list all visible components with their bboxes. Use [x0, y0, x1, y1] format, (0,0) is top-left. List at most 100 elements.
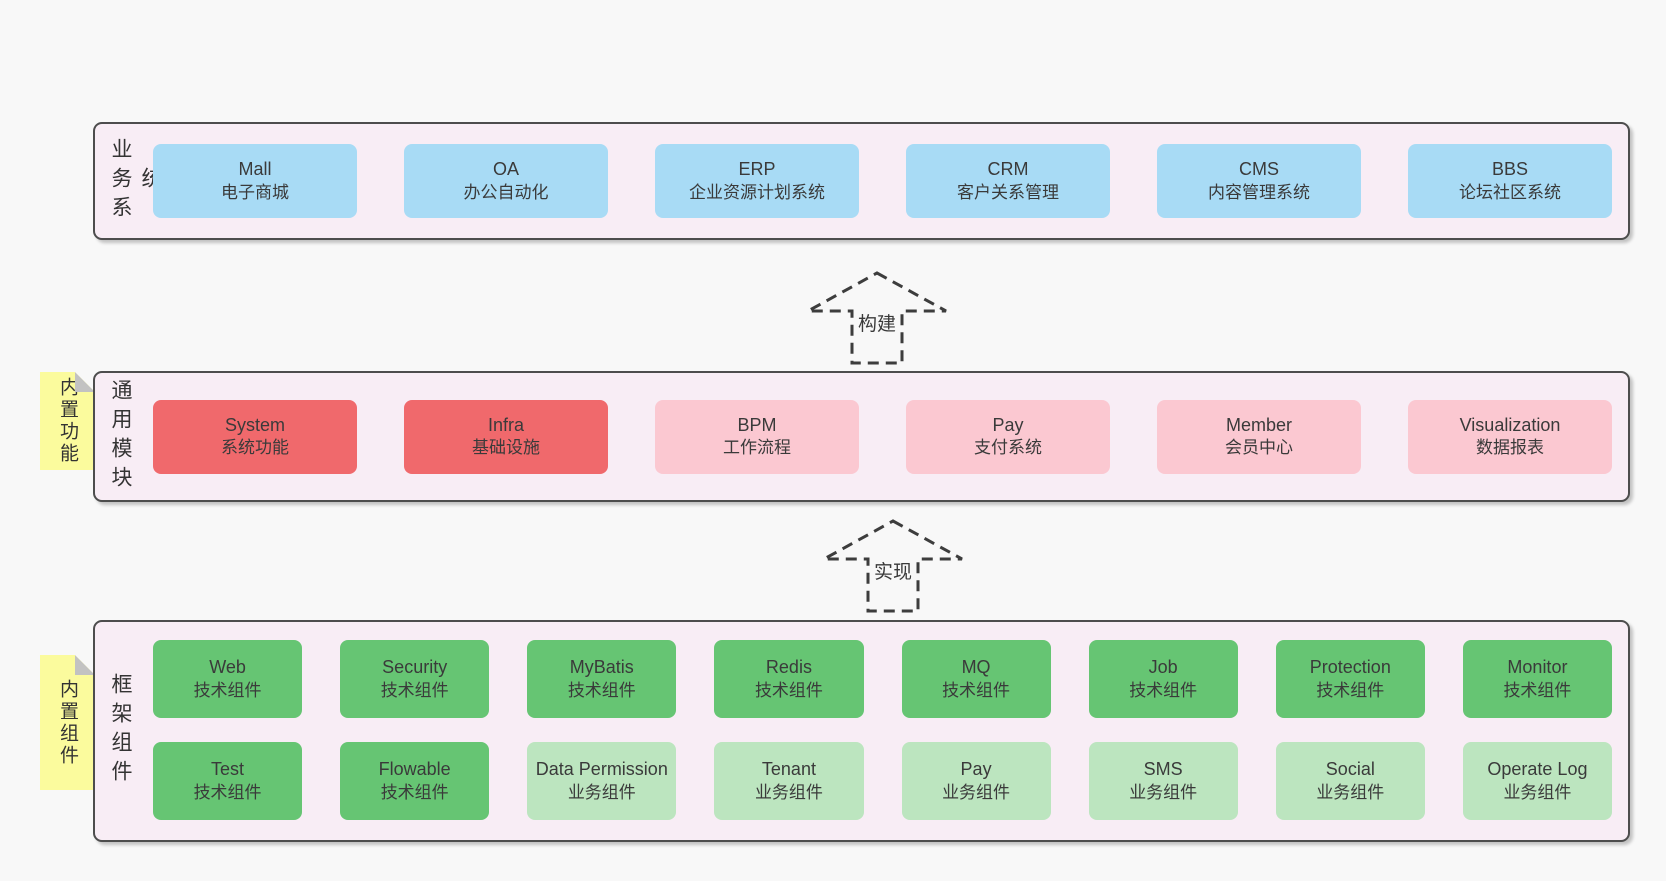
box-subtitle: 技术组件: [1129, 680, 1198, 700]
box-data-permission: Data Permission 业务组件: [527, 742, 677, 820]
box-subtitle: 数据报表: [1476, 438, 1544, 458]
box-subtitle: 业务组件: [1129, 782, 1198, 802]
folded-corner-icon: [75, 655, 95, 675]
business-systems-layer: 业务系统 Mall 电子商城 OA 办公自动化 ERP 企业资源计划系统 CRM…: [93, 122, 1630, 240]
box-pay-component: Pay 业务组件: [901, 742, 1051, 820]
box-title: Pay: [992, 414, 1024, 435]
box-title: Flowable: [378, 759, 451, 780]
box-member: Member 会员中心: [1157, 399, 1361, 474]
components-row-biz: Test 技术组件 Flowable 技术组件 Data Permission …: [153, 742, 1612, 820]
box-subtitle: 工作流程: [723, 438, 791, 458]
box-subtitle: 系统功能: [221, 438, 289, 458]
box-tenant: Tenant 业务组件: [714, 742, 864, 820]
up-arrow-icon: [823, 519, 963, 613]
sticky-note-builtin-features: 内置功能: [40, 372, 95, 470]
layer-label: 业务系统: [109, 137, 162, 225]
box-subtitle: 技术组件: [193, 680, 262, 700]
box-title: Protection: [1309, 657, 1391, 678]
box-security: Security 技术组件: [340, 640, 490, 718]
layer-label: 通用模块: [109, 378, 132, 495]
box-redis: Redis 技术组件: [714, 640, 864, 718]
box-title: Mall: [238, 159, 272, 180]
box-subtitle: 论坛社区系统: [1459, 182, 1561, 202]
folded-corner-icon: [75, 372, 95, 392]
box-crm: CRM 客户关系管理: [906, 144, 1110, 218]
box-title: ERP: [738, 159, 776, 180]
box-subtitle: 业务组件: [1503, 782, 1572, 802]
box-title: System: [224, 414, 285, 435]
box-title: Test: [211, 759, 245, 780]
box-oa: OA 办公自动化: [404, 144, 608, 218]
common-modules-layer: 通用模块 System 系统功能 Infra 基础设施 BPM 工作流程 Pay…: [93, 371, 1630, 502]
box-subtitle: 办公自动化: [463, 182, 549, 202]
implement-arrow: 实现: [820, 518, 966, 614]
box-title: Infra: [487, 414, 525, 435]
box-title: Social: [1325, 759, 1375, 780]
box-title: Member: [1225, 414, 1292, 435]
business-systems-boxes: Mall 电子商城 OA 办公自动化 ERP 企业资源计划系统 CRM 客户关系…: [141, 124, 1628, 238]
box-title: SMS: [1143, 759, 1183, 780]
box-cms: CMS 内容管理系统: [1157, 144, 1361, 218]
box-title: Web: [209, 657, 246, 678]
box-monitor: Monitor 技术组件: [1462, 640, 1612, 718]
box-title: Security: [382, 657, 448, 678]
box-subtitle: 业务组件: [942, 782, 1011, 802]
box-title: Visualization: [1459, 414, 1561, 435]
box-subtitle: 企业资源计划系统: [689, 182, 825, 202]
note-label: 内置功能: [57, 377, 78, 465]
box-subtitle: 技术组件: [380, 782, 449, 802]
box-subtitle: 业务组件: [567, 782, 636, 802]
box-title: Operate Log: [1487, 759, 1588, 780]
components-row-tech: Web 技术组件 Security 技术组件 MyBatis 技术组件 Redi…: [153, 640, 1612, 718]
box-bpm: BPM 工作流程: [655, 399, 859, 474]
box-title: Monitor: [1507, 657, 1568, 678]
box-subtitle: 技术组件: [942, 680, 1011, 700]
build-arrow: 构建: [804, 270, 950, 366]
box-title: Job: [1148, 657, 1178, 678]
common-modules-boxes: System 系统功能 Infra 基础设施 BPM 工作流程 Pay 支付系统…: [141, 373, 1628, 500]
box-title: Tenant: [761, 759, 816, 780]
box-title: BPM: [737, 414, 777, 435]
box-subtitle: 技术组件: [567, 680, 636, 700]
box-title: OA: [492, 159, 519, 180]
box-title: Pay: [960, 759, 992, 780]
box-title: Redis: [765, 657, 812, 678]
arrow-label: 构建: [854, 308, 900, 337]
box-protection: Protection 技术组件: [1275, 640, 1425, 718]
box-web: Web 技术组件: [153, 640, 303, 718]
box-title: BBS: [1491, 159, 1529, 180]
box-mybatis: MyBatis 技术组件: [527, 640, 677, 718]
box-bbs: BBS 论坛社区系统: [1408, 144, 1612, 218]
box-operate-log: Operate Log 业务组件: [1462, 742, 1612, 820]
box-job: Job 技术组件: [1088, 640, 1238, 718]
box-title: CRM: [987, 159, 1029, 180]
box-subtitle: 技术组件: [1503, 680, 1572, 700]
box-pay-module: Pay 支付系统: [906, 399, 1110, 474]
box-subtitle: 支付系统: [974, 438, 1042, 458]
box-erp: ERP 企业资源计划系统: [655, 144, 859, 218]
box-subtitle: 基础设施: [472, 438, 540, 458]
box-subtitle: 内容管理系统: [1208, 182, 1310, 202]
box-sms: SMS 业务组件: [1088, 742, 1238, 820]
box-mq: MQ 技术组件: [901, 640, 1051, 718]
box-visualization: Visualization 数据报表: [1408, 399, 1612, 474]
framework-components-layer: 框架组件 Web 技术组件 Security 技术组件 MyBatis 技术组件…: [93, 620, 1630, 842]
box-title: CMS: [1239, 159, 1279, 180]
box-title: MyBatis: [569, 657, 634, 678]
box-subtitle: 客户关系管理: [957, 182, 1059, 202]
box-mall: Mall 电子商城: [153, 144, 357, 218]
arrow-label: 实现: [870, 556, 916, 585]
box-flowable: Flowable 技术组件: [340, 742, 490, 820]
layer-label: 框架组件: [109, 673, 132, 789]
sticky-note-builtin-components: 内置组件: [40, 655, 95, 790]
box-system: System 系统功能: [153, 399, 357, 474]
box-subtitle: 业务组件: [754, 782, 823, 802]
box-title: MQ: [961, 657, 991, 678]
box-subtitle: 技术组件: [1316, 680, 1385, 700]
box-infra: Infra 基础设施: [404, 399, 608, 474]
note-label: 内置组件: [57, 678, 78, 767]
box-subtitle: 电子商城: [221, 182, 289, 202]
up-arrow-icon: [807, 271, 947, 365]
box-subtitle: 技术组件: [754, 680, 823, 700]
